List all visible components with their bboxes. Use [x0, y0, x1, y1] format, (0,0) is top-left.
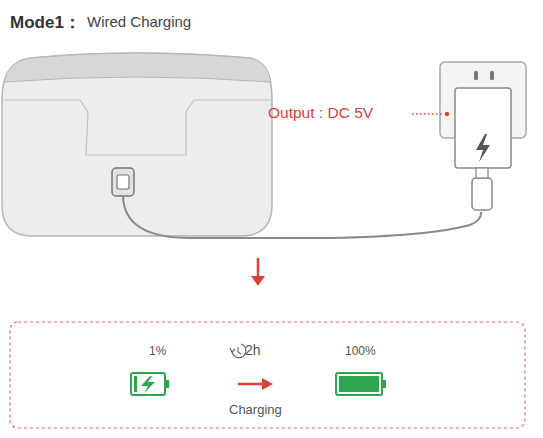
cable — [123, 196, 481, 238]
charging-caption: Charging — [229, 402, 282, 417]
output-spec: Output : DC 5V — [268, 104, 373, 122]
charging-panel: 1% 2h 100% Charging — [10, 322, 525, 428]
leader-line — [412, 113, 444, 114]
full-level: 100% — [345, 344, 376, 358]
start-level: 1% — [149, 344, 166, 358]
panel-border — [10, 322, 525, 428]
down-arrow — [251, 258, 265, 286]
leader-dot — [445, 112, 449, 116]
wall-charger — [440, 62, 526, 210]
mode-subtitle: Wired Charging — [87, 13, 191, 30]
full-battery-icon — [336, 373, 386, 395]
charge-time: 2h — [245, 342, 261, 358]
mode-title: Mode1： — [10, 11, 81, 34]
clock-icon — [230, 344, 246, 358]
low-battery-icon — [131, 373, 169, 395]
right-arrow — [238, 378, 273, 390]
charging-case — [2, 53, 272, 236]
